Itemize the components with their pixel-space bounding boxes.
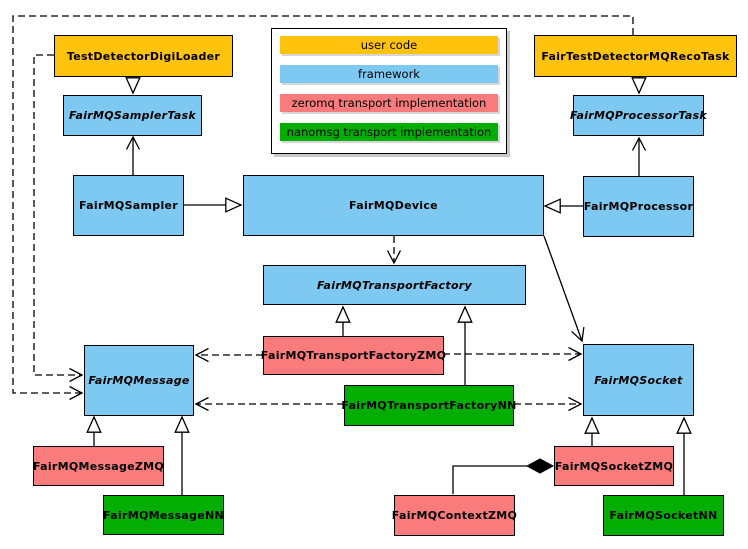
node-fair-test-detector-mq-reco-task: FairTestDetectorMQRecoTask — [534, 35, 737, 77]
node-fairmq-message-zmq: FairMQMessageZMQ — [33, 446, 164, 486]
node-fairmq-device: FairMQDevice — [243, 175, 544, 236]
legend-zeromq: zeromq transport implementation — [280, 94, 498, 112]
node-fairmq-socket: FairMQSocket — [583, 344, 694, 416]
node-fairmq-socket-zmq: FairMQSocketZMQ — [554, 446, 674, 486]
node-fairmq-message-nn: FairMQMessageNN — [103, 495, 224, 535]
legend: user code framework zeromq transport imp… — [271, 28, 507, 154]
node-fairmq-transport-factory: FairMQTransportFactory — [263, 265, 526, 305]
legend-framework: framework — [280, 65, 498, 83]
edge-recotask-message — [12, 15, 634, 401]
node-fairmq-transport-factory-nn: FairMQTransportFactoryNN — [341, 385, 516, 426]
node-fairmq-message: FairMQMessage — [84, 345, 194, 416]
node-fairmq-socket-nn: FairMQSocketNN — [603, 495, 724, 536]
node-test-detector-digi-loader: TestDetectorDigiLoader — [54, 35, 233, 77]
node-fairmq-sampler: FairMQSampler — [73, 175, 184, 236]
edge-contextzmq-socketzmq — [452, 465, 527, 494]
node-fairmq-context-zmq: FairMQContextZMQ — [392, 495, 517, 536]
legend-user-code: user code — [280, 36, 498, 54]
node-fairmq-processor-task: FairMQProcessorTask — [570, 95, 707, 136]
node-fairmq-sampler-task: FairMQSamplerTask — [63, 95, 202, 136]
edge-digiloader-message — [33, 54, 84, 383]
node-fairmq-transport-factory-zmq: FairMQTransportFactoryZMQ — [261, 336, 446, 375]
composition-diamond — [525, 458, 555, 474]
edge-device-socket — [543, 235, 585, 343]
node-fairmq-processor: FairMQProcessor — [583, 176, 694, 237]
legend-nanomsg: nanomsg transport implementation — [280, 123, 498, 141]
